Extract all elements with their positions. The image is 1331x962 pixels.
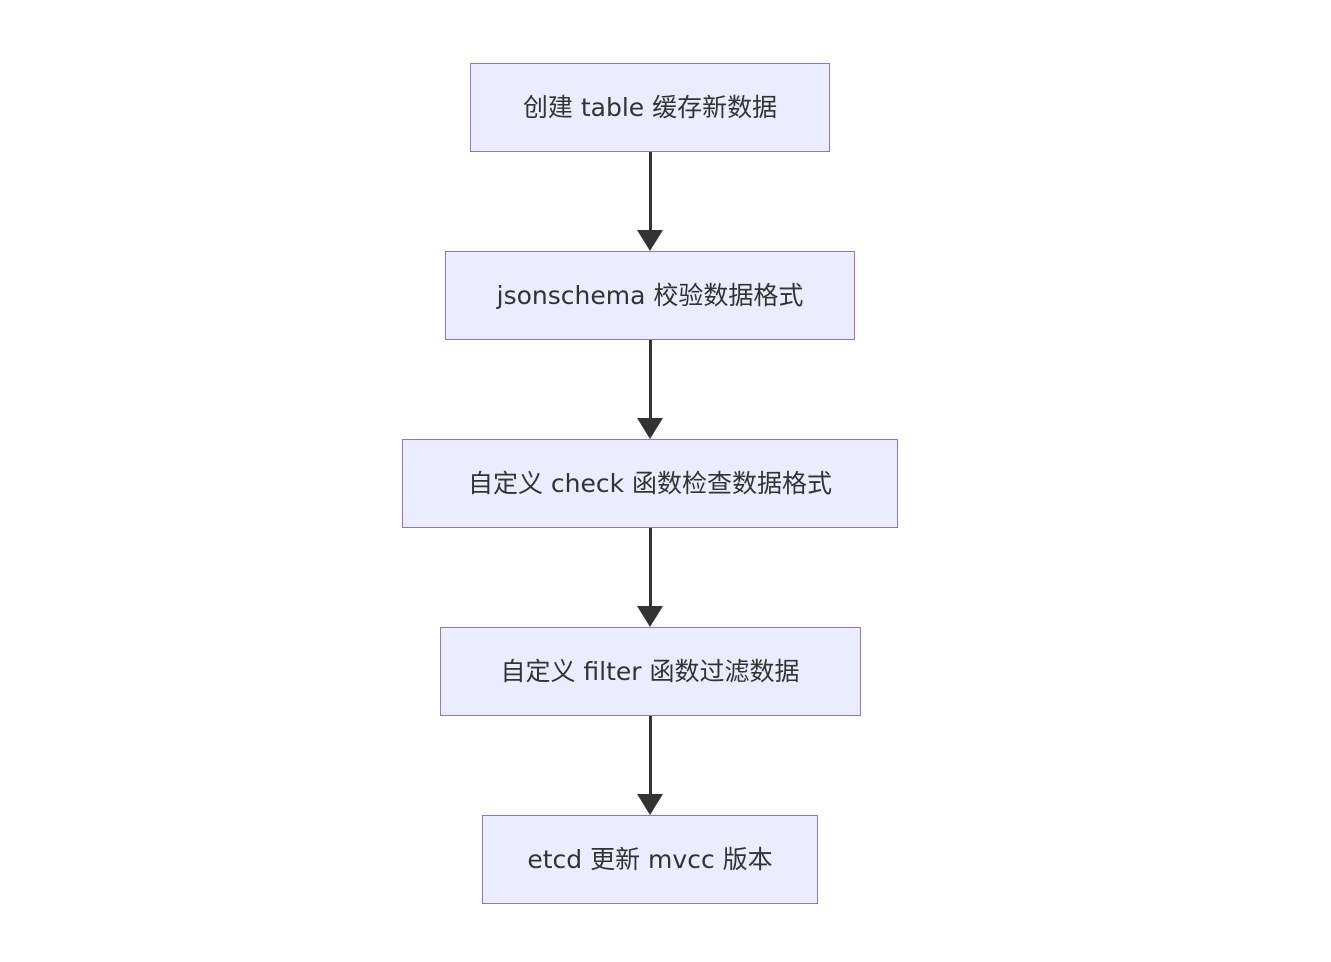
- flow-arrow-4: [637, 716, 663, 815]
- flow-node-custom-filter: 自定义 filter 函数过滤数据: [439, 627, 861, 716]
- arrowhead-down-icon: [637, 794, 663, 815]
- flow-node-custom-check: 自定义 check 函数检查数据格式: [402, 439, 898, 528]
- arrow-line: [648, 340, 652, 418]
- flow-node-create-table-cache: 创建 table 缓存新数据: [470, 63, 830, 152]
- flow-node-label: 创建 table 缓存新数据: [522, 92, 778, 122]
- arrow-line: [648, 152, 652, 230]
- flow-node-etcd-mvcc-update: etcd 更新 mvcc 版本: [482, 815, 818, 904]
- flow-arrow-1: [637, 152, 663, 251]
- arrowhead-down-icon: [637, 418, 663, 439]
- arrowhead-down-icon: [637, 230, 663, 251]
- arrowhead-down-icon: [637, 606, 663, 627]
- flow-node-label: jsonschema 校验数据格式: [496, 280, 804, 310]
- flow-node-label: 自定义 filter 函数过滤数据: [500, 656, 800, 686]
- flow-node-label: 自定义 check 函数检查数据格式: [467, 468, 833, 498]
- flow-node-jsonschema-validate: jsonschema 校验数据格式: [445, 251, 855, 340]
- flow-node-label: etcd 更新 mvcc 版本: [527, 844, 773, 874]
- flow-arrow-3: [637, 528, 663, 627]
- flowchart-column: 创建 table 缓存新数据 jsonschema 校验数据格式 自定义 che…: [0, 63, 1300, 904]
- arrow-line: [648, 716, 652, 794]
- arrow-line: [648, 528, 652, 606]
- flow-arrow-2: [637, 340, 663, 439]
